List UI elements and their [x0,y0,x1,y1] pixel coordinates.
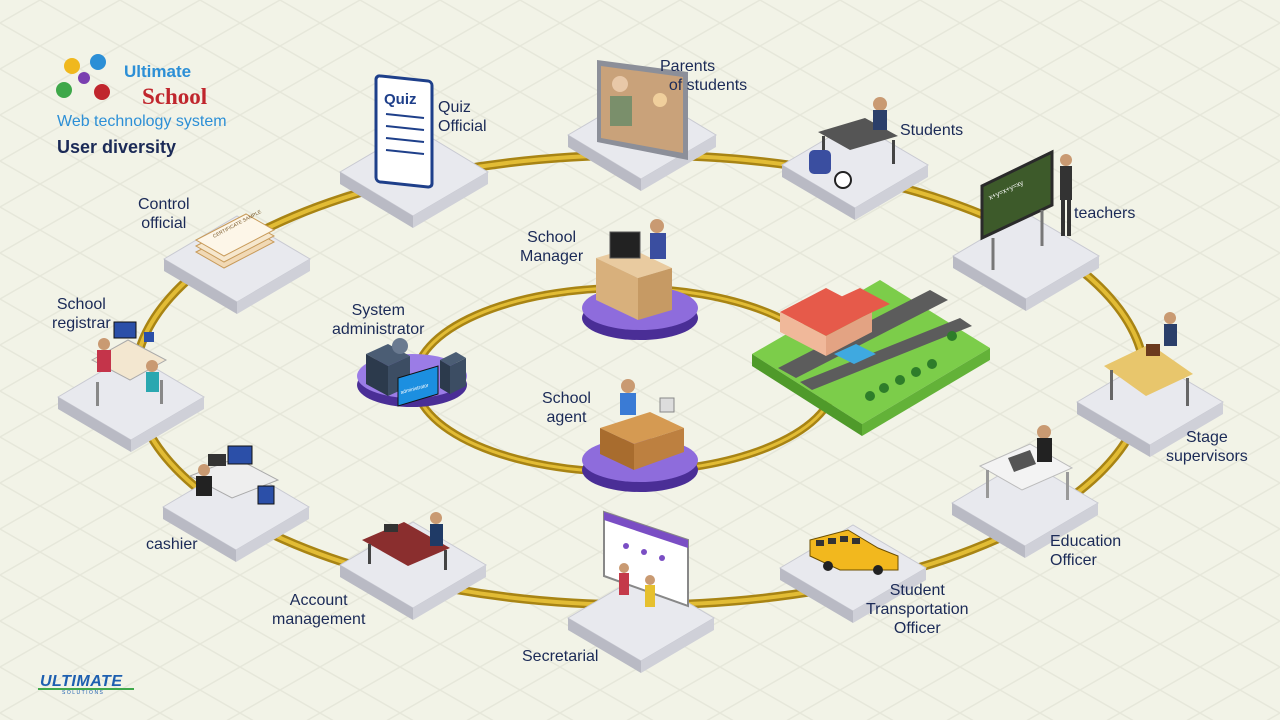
tile-education-officer[interactable] [951,425,1099,558]
server-rack-icon: administrator [366,338,466,407]
svg-text:Quiz: Quiz [384,91,417,108]
label-stage-supervisors: Stage supervisors [1166,429,1248,465]
ultimate-school-logo-icon [56,54,110,100]
brand-tagline: SOLUTIONS [62,690,105,696]
agent-desk-icon [600,379,684,470]
ultimate-solutions-logo [38,688,134,690]
tile-transport-officer[interactable] [779,524,927,623]
platform-school-agent[interactable] [582,379,698,492]
label-school-registrar: School registrar [52,296,111,332]
tile-students[interactable] [781,97,929,220]
office-desk-icon [978,425,1074,500]
label-account-management: Account management [272,592,366,628]
photo-frame-icon [597,60,688,160]
registrar-desk-icon [90,321,168,406]
cashier-desk-icon [188,445,280,505]
label-school-agent: School agent [542,390,591,426]
label-teachers: teachers [1074,205,1136,222]
brand-name: ULTIMATE [40,673,123,690]
presentation-screen-icon [603,510,689,608]
label-transport-officer: Student Transportation Officer [866,582,969,637]
tile-cashier[interactable] [162,445,310,562]
quiz-paper-icon: Quiz [374,74,434,189]
tile-account-management[interactable] [339,512,487,620]
accounting-desk-icon [362,512,450,570]
supervisor-desk-icon [1104,312,1193,406]
student-desk-icon [809,97,898,189]
tile-teachers[interactable]: x+y=x+y=xy [952,149,1100,311]
logo-title-ultimate: Ultimate [124,62,192,81]
label-school-manager: School Manager [520,229,584,265]
school-campus-illustration [752,280,990,436]
logo-title-school: School [142,84,208,109]
label-students: Students [900,122,964,139]
tile-school-registrar[interactable] [57,321,205,452]
label-control-official: Control official [138,196,190,232]
platform-system-administrator[interactable]: administrator [357,338,467,407]
school-bus-icon [809,529,899,575]
label-secretarial: Secretarial [522,648,599,665]
tile-quiz-official[interactable]: Quiz [339,74,489,228]
page-heading: User diversity [57,137,177,157]
tile-parents[interactable] [567,60,717,191]
label-system-administrator: System administrator [332,302,425,338]
platform-school-manager[interactable] [582,219,698,340]
label-education-officer: Education Officer [1050,533,1122,569]
manager-desk-icon [596,219,672,320]
label-cashier: cashier [146,536,198,553]
label-parents: Parents of students [660,58,748,94]
tile-stage-supervisors[interactable] [1076,312,1224,457]
chalkboard-icon: x+y=x+y=xy [980,149,1072,270]
tile-secretarial[interactable] [567,510,715,673]
logo-subtitle: Web technology system [57,113,227,130]
label-quiz-official: Quiz Official [438,99,487,135]
